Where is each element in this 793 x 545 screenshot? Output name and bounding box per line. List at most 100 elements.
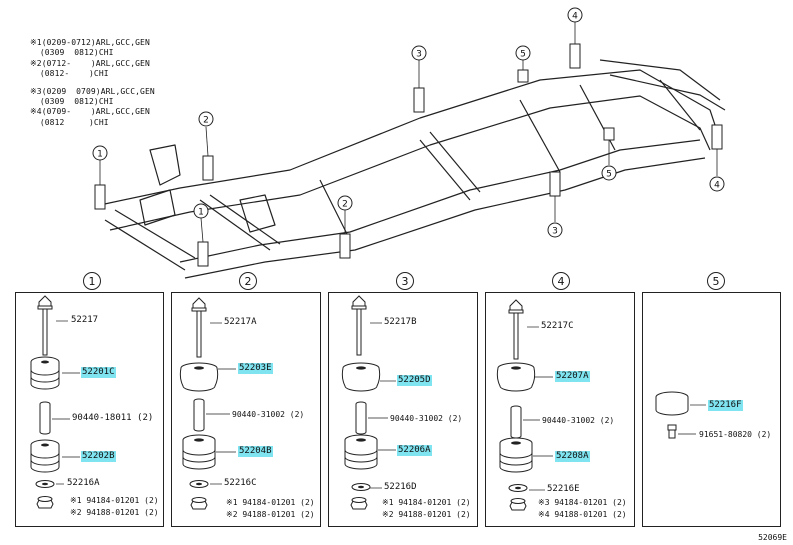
note-line: (0812- )CHI [30,69,109,79]
panel-5-parts [655,391,689,439]
panel-2-parts [179,297,219,510]
part-number-nut-2[interactable]: ※2 94188-01201 (2) [382,510,471,519]
part-number-sleeve[interactable]: 90440-31002 (2) [232,410,305,419]
washer-icon [189,480,209,488]
part-number-pad[interactable]: 52216F [708,400,743,411]
part-number-lower-cushion[interactable]: 52202B [81,451,116,462]
lower-cushion-icon [30,439,60,473]
note-line: (0812 )CHI [30,117,109,127]
part-number-nut-1[interactable]: ※3 94184-01201 (2) [538,498,627,507]
callout-label: 2 [342,200,348,210]
callout-3-a [411,45,427,61]
callout-2-b [337,195,353,211]
callout-5-b [601,165,617,181]
callout-4-b [709,176,725,192]
part-number-sleeve[interactable]: 90440-31002 (2) [542,416,615,425]
callout-label: 5 [606,170,612,180]
callout-5-a [515,45,531,61]
part-number-nut-1[interactable]: ※1 94184-01201 (2) [382,498,471,507]
panel-2 [171,292,321,527]
bolt-icon [191,297,207,358]
part-number-washer[interactable]: 52216C [224,478,257,488]
part-number-nut-2[interactable]: ※2 94188-01201 (2) [70,508,159,517]
upper-cushion-icon [496,362,536,392]
upper-cushion-icon [179,362,219,392]
frame-rail-right [179,139,701,263]
callout-label: 1 [198,208,204,218]
part-number-upper-cushion[interactable]: 52203E [238,363,273,374]
part-number-nut-1[interactable]: ※1 94184-01201 (2) [226,498,315,507]
callout-label: 4 [572,12,578,22]
part-number-nut-1[interactable]: ※1 94184-01201 (2) [70,496,159,505]
frame-rail-right-inner [184,157,706,279]
part-number-bolt[interactable]: 52217 [71,315,99,325]
part-number-upper-cushion[interactable]: 52207A [555,371,590,382]
callout-label: 4 [714,181,720,191]
part-number-sleeve[interactable]: 90440-31002 (2) [390,414,463,423]
panel-4-parts [496,299,536,511]
part-number-washer[interactable]: 52216E [547,484,580,494]
washer-icon [508,484,528,492]
panel-4 [485,292,635,527]
note-line: ※2(0712- )ARL,GCC,GEN [30,58,150,68]
callout-1-a [92,145,108,161]
panel-5 [642,292,781,527]
callout-label: 3 [416,50,422,60]
part-number-bolt[interactable]: 52217A [224,317,257,327]
panel-3 [328,292,478,527]
cross-member-4 [419,139,471,201]
lower-cushion-icon [344,434,378,470]
washer-icon [351,483,371,491]
cross-member-front [104,219,186,271]
sleeve-icon [510,405,522,439]
part-number-bolt[interactable]: 52217B [384,317,417,327]
cross-member-5 [519,99,561,173]
part-number-sleeve[interactable]: 90440-18011 (2) [72,413,154,423]
note-line: ※3(0209 0709)ARL,GCC,GEN [30,86,155,96]
part-number-upper-cushion[interactable]: 52205D [397,375,432,386]
panel-2-number: 2 [239,272,257,290]
callout-label: 3 [552,227,558,237]
note-line: (0309 0812)CHI [30,97,114,107]
part-number-lower-cushion[interactable]: 52206A [397,445,432,456]
bolt-icon [37,295,53,356]
part-number-lower-cushion[interactable]: 52208A [555,451,590,462]
note-line: ※4(0709- )ARL,GCC,GEN [30,107,150,117]
part-number-upper-cushion[interactable]: 52201C [81,367,116,378]
lower-cushion-icon [182,434,216,470]
panel-1-number: 1 [83,272,101,290]
panel-3-parts [341,295,381,510]
bolt-icon [667,424,677,431]
applicability-notes: ※1(0209-0712)ARL,GCC,GEN (0309 0812)CHI … [30,38,155,128]
callout-label: 2 [203,116,209,126]
panel-3-number: 3 [396,272,414,290]
cross-member-2 [199,199,271,251]
part-number-washer[interactable]: 52216A [67,478,100,488]
callout-3-b [547,222,563,238]
part-number-nut-2[interactable]: ※2 94188-01201 (2) [226,510,315,519]
part-number-bolt[interactable]: 91651-80820 (2) [699,430,772,439]
sleeve-icon [39,401,51,435]
frame-rail-inner [109,95,711,231]
lower-cushion-icon [499,437,533,473]
panel-5-number: 5 [707,272,725,290]
note-line: (0309 0812)CHI [30,48,114,58]
part-number-bolt[interactable]: 52217C [541,321,574,331]
front-bracket-left [149,144,181,186]
bolt-icon [508,299,524,360]
part-number-washer[interactable]: 52216D [384,482,417,492]
part-number-lower-cushion[interactable]: 52204B [238,446,273,457]
panel-4-number: 4 [552,272,570,290]
frame-rail-outer [99,69,721,206]
panel-1 [15,292,164,527]
callout-label: 1 [97,150,103,160]
callout-label: 5 [520,50,526,60]
part-number-nut-2[interactable]: ※4 94188-01201 (2) [538,510,627,519]
callout-1-b [193,203,209,219]
nut-icon [36,496,54,509]
note-line: ※1(0209-0712)ARL,GCC,GEN [30,38,150,47]
nut-icon [190,497,208,510]
diagram-code: 52069E [758,533,787,542]
